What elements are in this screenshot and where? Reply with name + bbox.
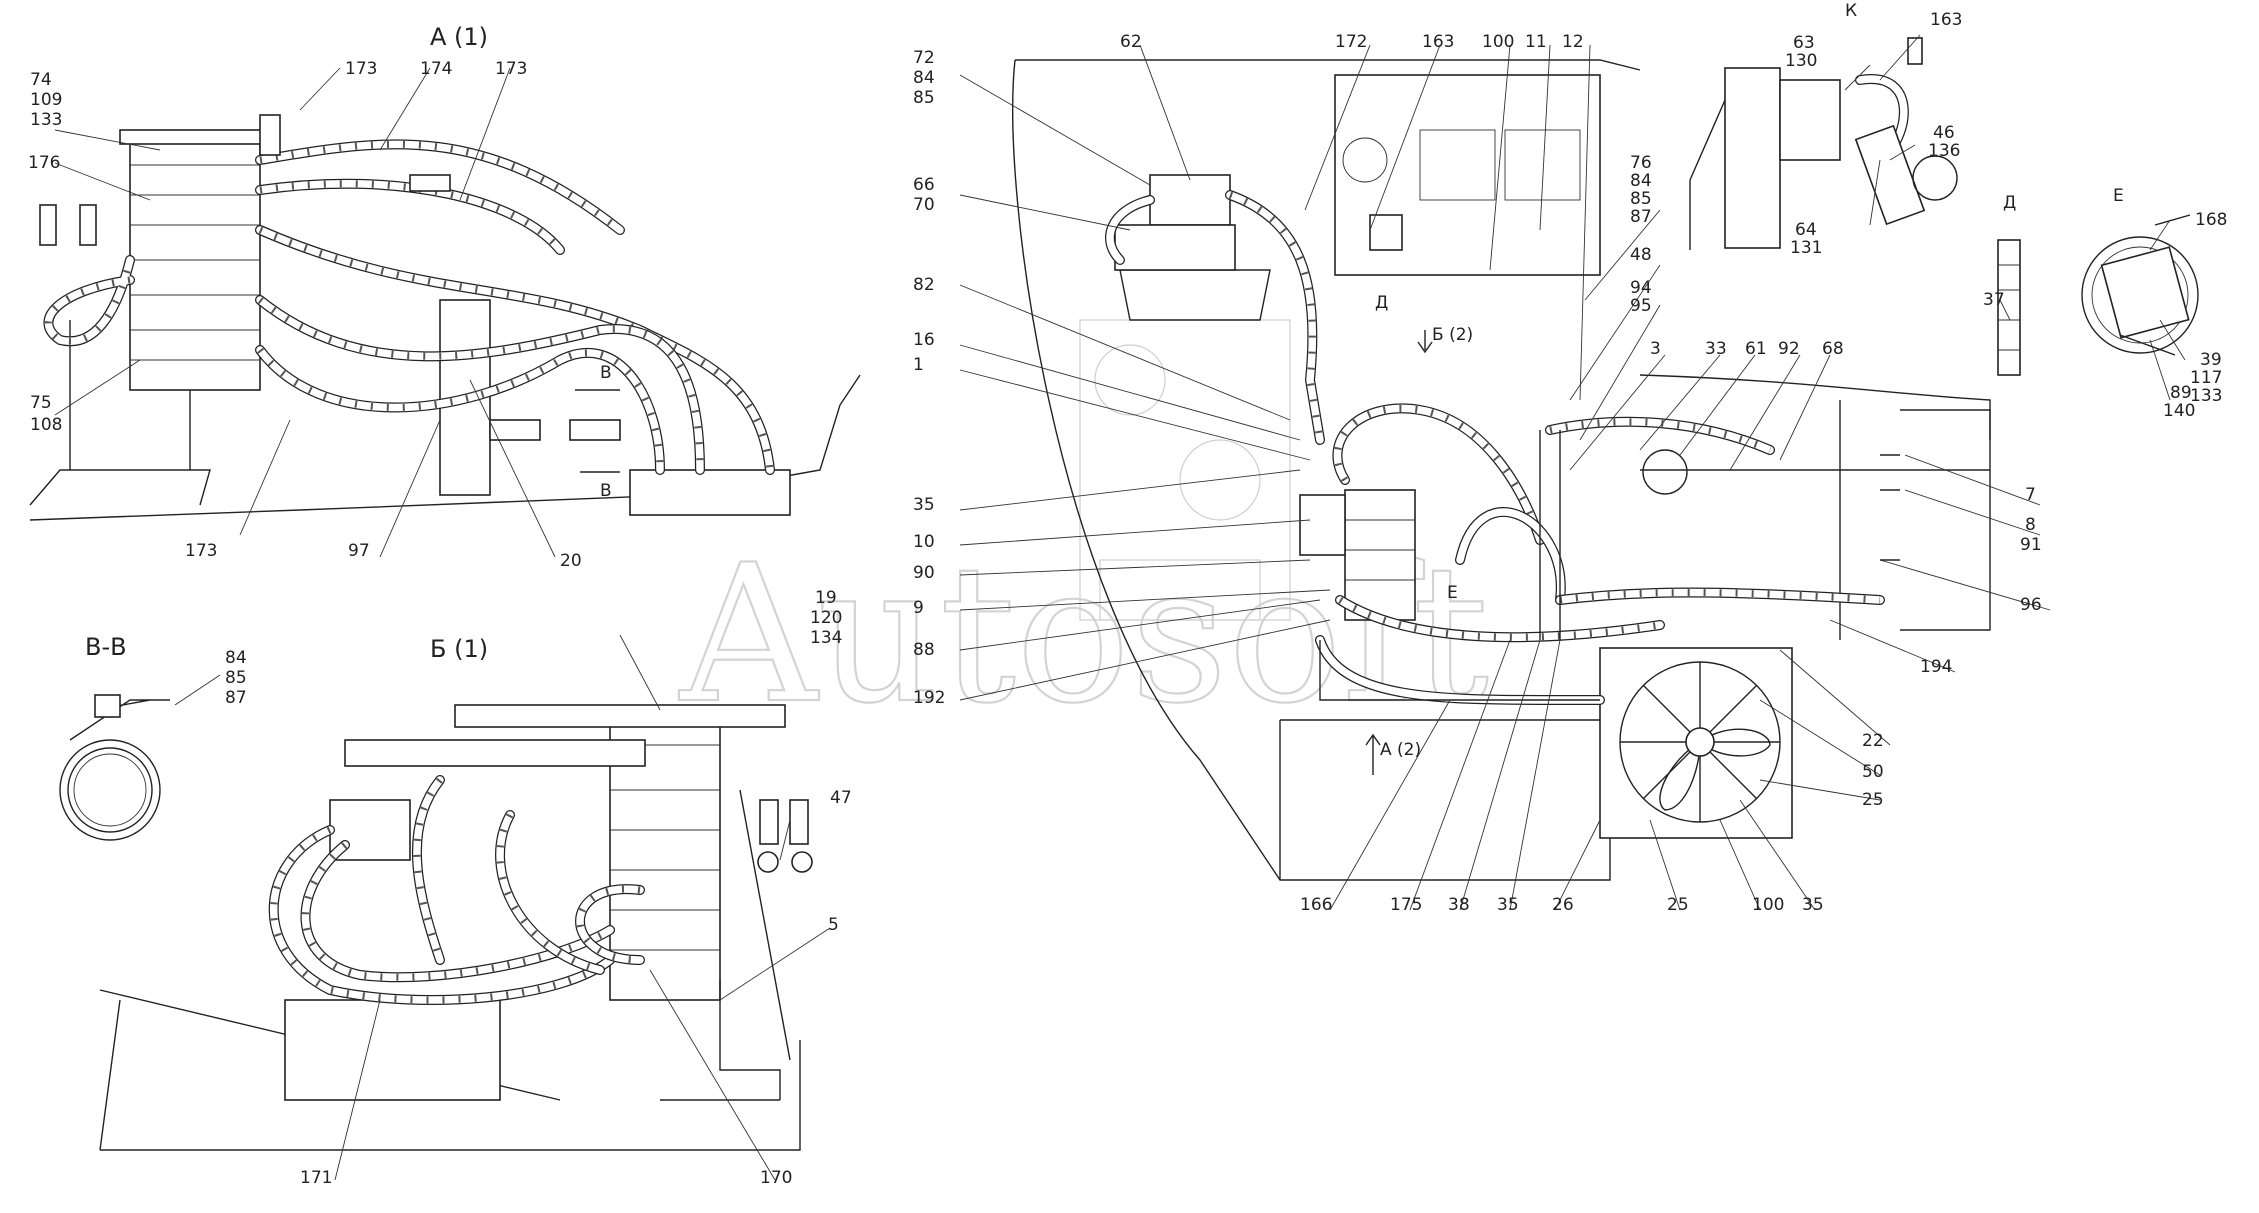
view-k: К [1689, 1, 1958, 250]
callout-68: 68 [1822, 339, 1844, 359]
callout-163: 163 [1422, 32, 1454, 52]
arrow-a2-label: А (2) [1380, 740, 1421, 760]
view-k-title: К [1845, 1, 1857, 21]
callout-50: 50 [1862, 762, 1884, 782]
callout-35-bottom-right: 35 [1802, 895, 1824, 915]
callout-96: 96 [2020, 595, 2042, 615]
callout-12: 12 [1562, 32, 1584, 52]
callout-47: 47 [830, 788, 852, 808]
view-e: Е [2081, 186, 2199, 356]
callout-168: 168 [2195, 210, 2227, 230]
callout-8: 8 91 [2020, 515, 2042, 555]
callout-20: 20 [560, 551, 582, 571]
callout-25-bottom: 25 [1667, 895, 1689, 915]
callout-37: 37 [1983, 290, 2005, 310]
callout-7: 7 [2025, 485, 2036, 505]
callout-174: 174 [420, 59, 452, 79]
callout-64: 64 131 [1790, 220, 1822, 258]
callout-39: 39 117 133 [2190, 350, 2228, 406]
callout-97: 97 [348, 541, 370, 561]
callout-100-bottom: 100 [1752, 895, 1784, 915]
view-d-title: Д [2003, 193, 2016, 213]
callout-19: 19 120 134 [810, 588, 848, 648]
section-vv: В-В [59, 633, 170, 841]
callout-3: 3 [1650, 339, 1661, 359]
callout-5: 5 [828, 915, 839, 935]
callout-72: 72 84 85 [913, 48, 940, 108]
callout-16: 16 [913, 330, 935, 350]
callout-46: 46 136 [1928, 123, 1960, 161]
callout-10: 10 [913, 532, 935, 552]
callout-173-bottom: 173 [185, 541, 217, 561]
view-b-title: Б (1) [430, 635, 488, 663]
callout-166: 166 [1300, 895, 1332, 915]
main-view: А (2) Б (2) Д Е [1012, 59, 1991, 881]
callout-35-left: 35 [913, 495, 935, 515]
view-d: Д [1997, 193, 2021, 376]
callout-61: 61 [1745, 339, 1767, 359]
callout-25-right: 25 [1862, 790, 1884, 810]
callout-76: 76 84 85 87 [1630, 153, 1657, 227]
callout-90: 90 [913, 563, 935, 583]
leader-lines [54, 34, 2186, 1181]
callout-176: 176 [28, 153, 60, 173]
section-vv-title: В-В [85, 633, 127, 661]
view-e-title: Е [2113, 186, 2124, 206]
arrow-e-label: Е [1447, 583, 1458, 603]
callout-92: 92 [1778, 339, 1800, 359]
callout-194: 194 [1920, 657, 1952, 677]
section-mark-b-upper: В [600, 363, 612, 383]
callout-75: 75 108 [30, 393, 62, 435]
callout-33: 33 [1705, 339, 1727, 359]
callout-35-bottom: 35 [1497, 895, 1519, 915]
callout-170: 170 [760, 1168, 792, 1188]
view-a-title: А (1) [430, 23, 488, 51]
callout-88: 88 [913, 640, 935, 660]
callout-163-k: 163 [1930, 10, 1962, 30]
callout-62: 62 [1120, 32, 1142, 52]
callout-labels: 74 109 133 176 173 174 173 75 108 173 97… [28, 10, 2228, 1188]
callout-26: 26 [1552, 895, 1574, 915]
callout-94: 94 95 [1630, 278, 1657, 316]
callout-38: 38 [1448, 895, 1470, 915]
callout-9: 9 [913, 598, 924, 618]
callout-11: 11 [1525, 32, 1547, 52]
view-a: А (1) [29, 23, 861, 521]
callout-175: 175 [1390, 895, 1422, 915]
callout-22: 22 [1862, 731, 1884, 751]
callout-82: 82 [913, 275, 935, 295]
callout-171: 171 [300, 1168, 332, 1188]
arrow-d-label: Д [1375, 293, 1388, 313]
callout-173-top: 173 [345, 59, 377, 79]
callout-173-right: 173 [495, 59, 527, 79]
view-b: Б (1) [99, 635, 813, 1151]
callout-63: 63 130 [1785, 33, 1820, 71]
callout-192: 192 [913, 688, 945, 708]
callout-84-vv: 84 85 87 [225, 648, 252, 708]
section-mark-b-lower: В [600, 481, 612, 501]
arrow-b2-label: Б (2) [1432, 325, 1473, 345]
callout-48: 48 [1630, 245, 1652, 265]
callout-66: 66 70 [913, 175, 940, 215]
callout-89: 89 140 [2163, 383, 2197, 421]
callout-172: 172 [1335, 32, 1367, 52]
callout-1: 1 [913, 355, 924, 375]
callout-100-top: 100 [1482, 32, 1514, 52]
callout-74: 74 109 133 [30, 70, 68, 130]
